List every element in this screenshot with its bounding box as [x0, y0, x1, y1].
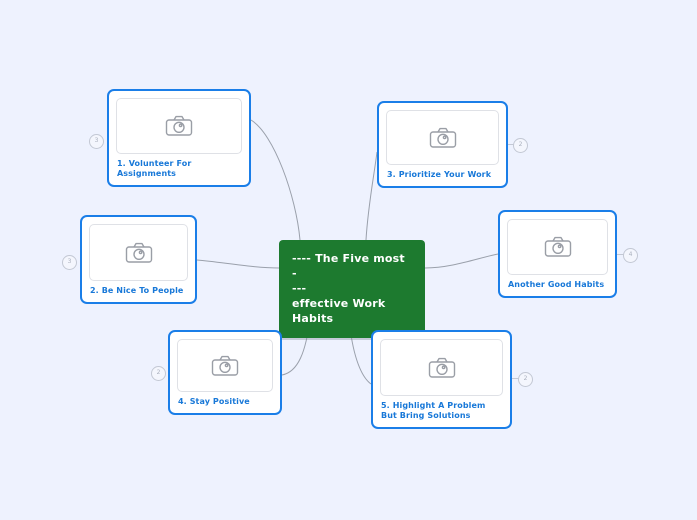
central-topic-line-1: ---- The Five most -	[292, 252, 409, 280]
node-thumbnail-stay-positive[interactable]	[177, 339, 273, 392]
collapse-handle-be-nice-to-people[interactable]: 3	[62, 255, 77, 270]
node-thumbnail-another-good-habits[interactable]	[507, 219, 608, 275]
edge-another-good-habits	[424, 253, 499, 269]
node-label-stay-positive: 4. Stay Positive	[178, 397, 250, 406]
camera-icon	[165, 115, 193, 136]
camera-icon	[428, 357, 455, 378]
node-highlight-a-problem[interactable]: 5. Highlight A Problem But Bring Solutio…	[371, 330, 512, 429]
collapse-handle-volunteer-for-assignments[interactable]: 3	[89, 134, 104, 149]
edge-be-nice-to-people	[196, 259, 280, 269]
node-thumbnail-volunteer-for-assignments[interactable]	[116, 98, 242, 154]
collapse-handle-stay-positive[interactable]: 2	[151, 366, 166, 381]
node-prioritize-your-work[interactable]: 3. Prioritize Your Work	[377, 101, 508, 188]
collapse-handle-highlight-a-problem[interactable]: 2	[518, 372, 533, 387]
central-topic-line-4: Habits	[292, 312, 334, 325]
edge-volunteer-for-assignments	[250, 119, 301, 241]
node-thumbnail-prioritize-your-work[interactable]	[386, 110, 499, 165]
node-thumbnail-highlight-a-problem[interactable]	[380, 339, 503, 396]
collapse-handle-another-good-habits[interactable]: 4	[623, 248, 638, 263]
camera-icon	[544, 236, 571, 257]
node-label-be-nice-to-people: 2. Be Nice To People	[90, 286, 184, 295]
node-be-nice-to-people[interactable]: 2. Be Nice To People	[80, 215, 197, 304]
node-label-volunteer-for-assignments: 1. Volunteer For Assignments	[117, 159, 192, 178]
node-thumbnail-be-nice-to-people[interactable]	[89, 224, 188, 281]
node-another-good-habits[interactable]: Another Good Habits	[498, 210, 617, 298]
node-label-another-good-habits: Another Good Habits	[508, 280, 605, 289]
node-label-prioritize-your-work: 3. Prioritize Your Work	[387, 170, 492, 179]
node-label-highlight-a-problem: 5. Highlight A Problem But Bring Solutio…	[381, 401, 486, 420]
central-topic-line-2: ---	[292, 282, 307, 295]
collapse-handle-prioritize-your-work[interactable]: 2	[513, 138, 528, 153]
node-stay-positive[interactable]: 4. Stay Positive	[168, 330, 282, 415]
edge-prioritize-your-work	[365, 151, 378, 241]
central-topic-line-3: effective Work	[292, 297, 386, 310]
camera-icon	[125, 242, 152, 263]
camera-icon	[429, 127, 456, 148]
node-volunteer-for-assignments[interactable]: 1. Volunteer For Assignments	[107, 89, 251, 187]
camera-icon	[211, 355, 239, 376]
central-topic-node[interactable]: ---- The Five most - --- effective Work …	[279, 240, 425, 338]
